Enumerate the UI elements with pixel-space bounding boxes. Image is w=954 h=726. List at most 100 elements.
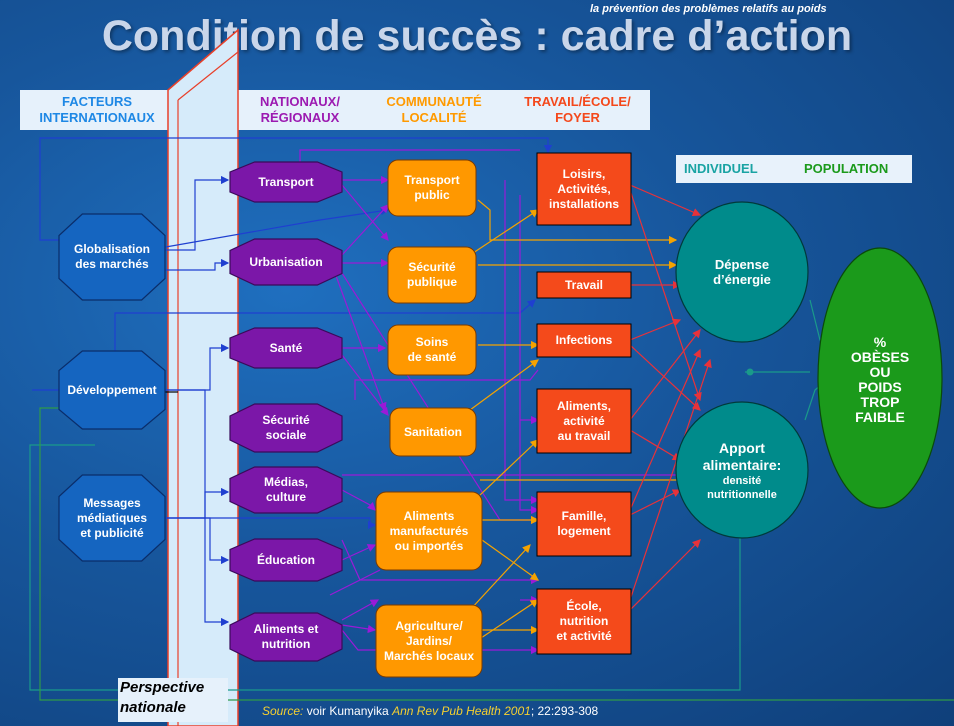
connector-arrow	[629, 318, 682, 341]
connector-arrow	[629, 329, 701, 421]
national-factor-3	[229, 403, 343, 453]
perspective-panel	[167, 28, 239, 726]
international-factor-0	[58, 213, 166, 301]
connector-arrow	[341, 354, 389, 416]
connector-arrow	[477, 599, 539, 641]
national-factor-label-line: Santé	[269, 340, 303, 355]
source-citation: Source: voir Kumanyika Ann Rev Pub Healt…	[262, 704, 599, 718]
population-outcome-label-line: POIDS	[858, 379, 902, 395]
national-factor-label: Éducation	[230, 539, 342, 581]
individual-factor-label-line: Apport	[719, 440, 765, 456]
national-factor-5	[229, 538, 343, 582]
header-band	[20, 90, 650, 130]
national-factor-label-line: sociale	[265, 428, 307, 442]
individual-factor-1	[675, 401, 809, 539]
community-factor-label-line: Sécurité	[408, 260, 456, 274]
setting-label-line: Travail	[564, 277, 604, 292]
community-factor-label-line: Soins	[415, 335, 449, 349]
community-factor-2	[387, 324, 477, 376]
international-factor-label-line: médiatiques	[76, 510, 148, 525]
top-note: la prévention des problèmes relatifs au …	[590, 3, 827, 15]
community-factor-label-line: ou importés	[394, 538, 464, 553]
national-factor-label: Santé	[230, 328, 342, 368]
community-factor-label-line: Jardins/	[405, 633, 453, 648]
setting-label-line: activité	[563, 413, 605, 428]
community-factor-0	[387, 159, 477, 217]
community-factor-label-line: Agriculture/	[395, 618, 463, 633]
national-factor-0	[229, 161, 343, 203]
national-factor-label-line: Aliments et	[253, 622, 319, 636]
setting-label: Travail	[537, 272, 631, 298]
connector-arrow	[629, 348, 701, 511]
setting-label-line: École,	[566, 599, 602, 613]
national-factor-label-line: Sécurité	[262, 413, 310, 427]
international-factor-label-line: des marchés	[75, 257, 149, 271]
connector-arrow	[165, 175, 230, 251]
individual-factor-0	[675, 201, 809, 343]
international-factor-label-line: Globalisation	[73, 242, 150, 256]
national-factor-2	[229, 327, 343, 369]
national-factor-label-line: culture	[265, 490, 306, 504]
legend-population: POPULATION	[804, 161, 889, 176]
community-factor-label-line: de santé	[407, 350, 457, 364]
connector-arrow	[29, 444, 741, 691]
national-factor-label: Médias,culture	[230, 467, 342, 513]
connector-arrow	[629, 184, 702, 217]
connector-arrow	[481, 539, 539, 581]
connector-arrow	[299, 149, 520, 165]
setting-5	[536, 588, 632, 655]
connector-arrow	[469, 359, 539, 411]
setting-label-line: logement	[557, 524, 611, 538]
individual-factor-label-line: densité	[722, 475, 762, 487]
community-factor-label: Sanitation	[390, 408, 476, 456]
setting-4	[536, 491, 632, 557]
connector-arrow	[629, 189, 702, 402]
setting-0	[536, 152, 632, 226]
connector-arrow	[341, 599, 380, 621]
national-factor-label: Urbanisation	[230, 239, 342, 285]
population-outcome-label-line: %	[873, 334, 887, 350]
community-factor-label-line: manufacturés	[389, 523, 469, 538]
connector-arrow	[354, 369, 539, 400]
setting-label-line: Infections	[555, 333, 613, 347]
connector-arrow	[629, 489, 682, 516]
setting-label-line: au travail	[557, 428, 611, 443]
connector-arrow	[504, 180, 540, 505]
connector-arrow	[114, 299, 536, 355]
setting-label: Loisirs,Activités,installations	[537, 153, 631, 225]
national-factor-6	[229, 612, 343, 662]
international-factor-label-line: Messages	[83, 495, 141, 510]
community-factor-label-line: Transport	[404, 173, 460, 187]
national-factor-1	[229, 238, 343, 286]
population-outcome-label-line: OBÈSES	[850, 349, 910, 365]
population-outcome-label-line: OU	[869, 364, 891, 380]
connector-arrow	[339, 269, 540, 525]
community-factor-label-line: publique	[407, 275, 457, 289]
community-factor-label-line: Sanitation	[403, 424, 462, 439]
community-factor-label: Agriculture/Jardins/Marchés locaux	[376, 605, 482, 677]
header-work: TRAVAIL/ÉCOLE/FOYER	[524, 94, 631, 125]
national-factor-label-line: nutrition	[261, 637, 311, 651]
setting-2	[536, 323, 632, 358]
international-factor-label-line: Développement	[67, 382, 157, 397]
community-factor-label-line: public	[414, 188, 450, 202]
national-factor-label-line: Urbanisation	[249, 254, 323, 269]
national-factor-label-line: Médias,	[263, 475, 308, 489]
connectors	[29, 137, 954, 701]
international-factor-label: Développement	[59, 351, 165, 429]
connector-arrow	[629, 429, 682, 461]
setting-label-line: installations	[548, 196, 619, 211]
connector-arrow	[341, 624, 377, 634]
connector-arrow	[165, 517, 377, 530]
